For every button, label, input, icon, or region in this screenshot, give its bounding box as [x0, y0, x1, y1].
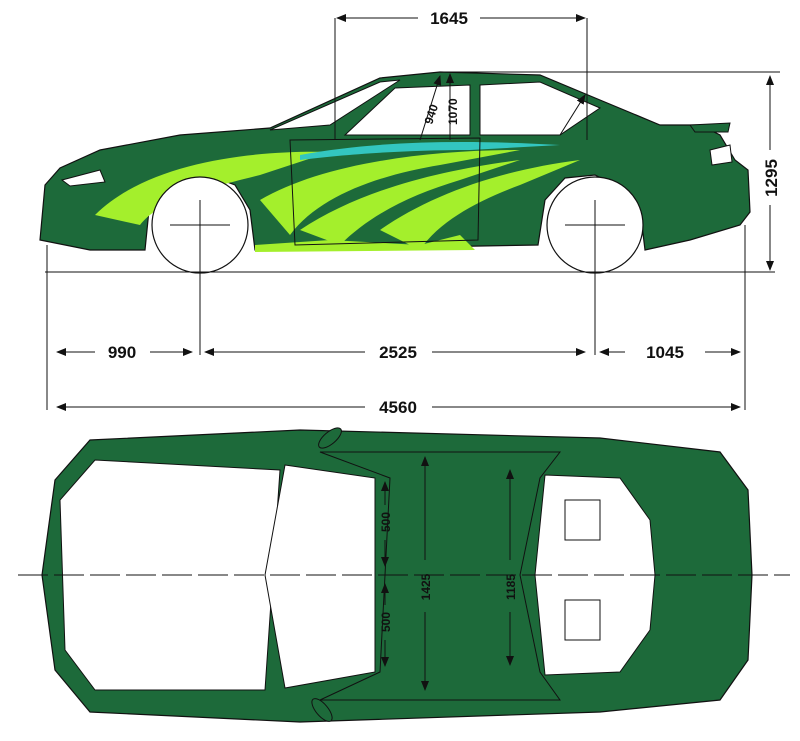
dim-940: 940 — [422, 102, 442, 126]
mirror-left — [318, 427, 342, 449]
dim-1425: 1425 — [419, 573, 433, 600]
dim-2525: 2525 — [379, 343, 417, 362]
dim-1070: 1070 — [446, 98, 460, 125]
rear-seat-left — [564, 499, 601, 541]
dim-1045: 1045 — [646, 343, 684, 362]
mirror-right — [311, 698, 333, 722]
taillight — [709, 144, 733, 166]
dim-500-left: 500 — [379, 512, 393, 532]
dim-1295: 1295 — [762, 159, 781, 197]
livery-graphic — [95, 142, 580, 252]
top-view — [18, 427, 790, 723]
dim-990: 990 — [108, 343, 136, 362]
dim-1645: 1645 — [430, 9, 468, 28]
dim-500-right: 500 — [379, 612, 393, 632]
rear-seat-right — [564, 599, 601, 641]
side-rear-window — [479, 81, 602, 136]
side-dimensions: 1645 940 1070 1295 990 2525 1045 4560 — [46, 9, 781, 417]
front-seats-area — [264, 464, 376, 689]
door-outline — [289, 137, 481, 246]
side-window — [343, 84, 471, 136]
dim-1185: 1185 — [504, 574, 518, 600]
headlight — [60, 169, 106, 187]
side-view — [39, 71, 775, 355]
dim-4560: 4560 — [379, 398, 417, 417]
rear-spoiler — [689, 122, 731, 133]
top-dimensions: 500 500 1425 1185 — [379, 456, 518, 691]
